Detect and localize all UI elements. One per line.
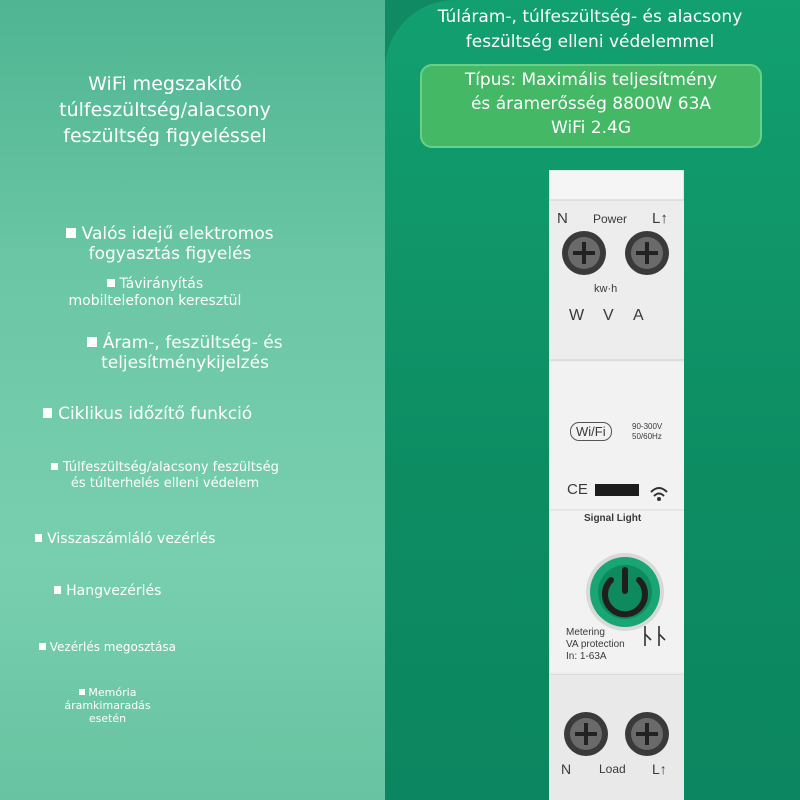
bullet-icon [106,279,115,287]
bottom-l-label: L↑ [652,761,667,777]
type-line-2: és áramerősség 8800W 63A [470,94,712,114]
top-n-label: N [557,210,568,227]
current-rating-label: In: 1-63A [566,651,607,662]
bullet-icon [53,586,62,594]
freq-label: 50/60Hz [632,432,662,441]
voltage-label: 90-300V [632,422,663,431]
feature-consumption: Valós idejű elektromos fogyasztás figyel… [30,224,310,265]
bullet-icon [78,689,85,696]
bullet-icon [42,408,53,418]
feature-memory: Memória áramkimaradás esetén [64,686,151,726]
feature-timer: Ciklikus időzítő funkció [0,404,295,424]
bottom-n-label: N [561,761,572,777]
circuit-breaker-device: N Power L↑ kw·h W V A Wi/Fi 90-300V 50/6… [549,170,684,800]
w-label: W [569,307,585,324]
header-line-1: Túláram-, túlfeszültség- és alacsony [437,7,743,27]
va-protection-label: VA protection [566,639,625,650]
bullet-icon [38,643,46,651]
product-title-line-3: feszültség figyeléssel [63,125,267,147]
feature-protection: Túlfeszültség/alacsony feszültség és túl… [0,460,330,491]
bullet-icon [66,228,76,238]
top-l-label: L↑ [652,210,668,227]
type-box: Típus: Maximális teljesítmény és áramerő… [420,64,762,148]
wifi-logo: Wi/Fi [570,422,612,441]
bullet-icon [51,462,59,470]
feature-voice: Hangvezérlés [0,583,215,600]
ce-mark: CE [567,481,588,498]
type-line-1: Típus: Maximális teljesítmény [464,70,718,90]
feature-countdown: Visszaszámláló vezérlés [0,531,250,548]
bullet-icon [87,337,97,347]
feature-sharing: Vezérlés megosztása [0,640,215,654]
a-label: A [633,307,644,324]
product-title-line-2: túlfeszültség/alacsony [59,99,271,121]
bottom-load-label: Load [599,762,626,776]
type-line-3: WiFi 2.4G [550,118,632,138]
kwh-label: kw·h [594,283,618,295]
bullet-icon [34,534,43,542]
metering-label: Metering [566,627,605,638]
header-line-2: feszültség elleni védelemmel [465,32,715,52]
product-title-line-1: WiFi megszakító [88,73,242,95]
feature-remote: Távirányítás mobiltelefonon keresztül [68,276,242,309]
top-power-label: Power [593,212,628,226]
left-panel: WiFi megszakító túlfeszültség/alacsony f… [0,0,385,800]
feature-display: Áram-, feszültség- és teljesítménykijelz… [50,333,320,374]
device-body-graphic [549,170,684,800]
v-label: V [603,307,614,324]
signal-light-label: Signal Light [584,513,642,524]
